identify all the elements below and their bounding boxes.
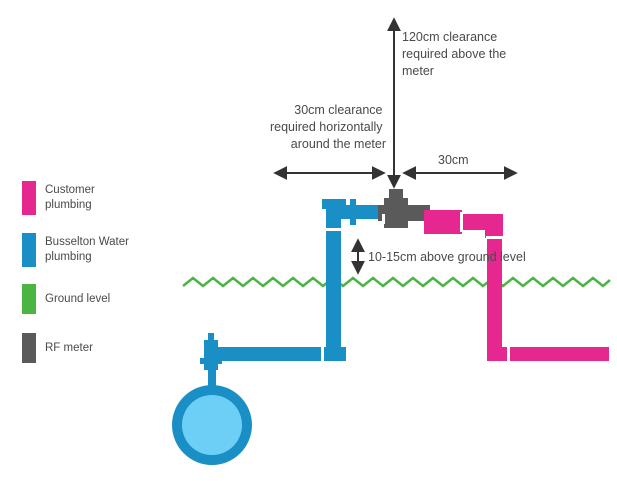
clearance-arrows [273, 17, 518, 275]
water-tank-icon [172, 385, 252, 465]
customer-pipe-lower [487, 347, 609, 361]
legend-label-customer-line2: plumbing [45, 199, 92, 211]
legend-label-busselton-line2: plumbing [45, 251, 92, 263]
customer-pipe-riser [487, 230, 502, 361]
busselton-pipe-lower [214, 347, 346, 361]
legend-label-ground: Ground level [45, 293, 110, 305]
rf-meter-icon [378, 189, 430, 228]
busselton-pipe-upper [330, 205, 390, 219]
valve-icon [350, 199, 356, 225]
legend: Customer plumbing Busselton Water plumbi… [22, 181, 132, 363]
busselton-elbow-top [322, 199, 346, 209]
ground-level-line [182, 276, 611, 288]
legend-swatch-customer [22, 181, 36, 215]
legend-swatch-busselton [22, 233, 36, 267]
legend-swatch-meter [22, 333, 36, 363]
legend-item-busselton: Busselton Water plumbing [22, 233, 132, 267]
horizontal-clearance-label: 30cm clearance required horizontally aro… [270, 103, 386, 151]
height-above-ground-label: 10-15cm above ground level [368, 250, 526, 264]
svg-text:RF meter: RF meter [45, 342, 93, 354]
legend-label-customer-line1: Customer [45, 184, 95, 196]
busselton-plumbing [200, 199, 390, 390]
busselton-pipe-riser [326, 205, 341, 361]
svg-text:Busselton Water plumbi: Busselton Water plumbing [45, 236, 132, 263]
right-clearance-label: 30cm [438, 153, 469, 167]
svg-text:Ground level: Ground level [45, 293, 110, 305]
legend-swatch-ground [22, 284, 36, 314]
legend-label-meter: RF meter [45, 342, 93, 354]
tank-valve-icon [204, 340, 218, 370]
legend-item-ground: Ground level [22, 284, 110, 314]
svg-text:Customer plumbing: Customer plumbing [45, 184, 98, 211]
legend-label-busselton-line1: Busselton Water [45, 236, 129, 248]
customer-plumbing [424, 210, 609, 363]
legend-item-customer: Customer plumbing [22, 181, 98, 215]
vertical-clearance-label: 120cm clearance required above the meter [402, 30, 510, 78]
legend-item-meter: RF meter [22, 333, 93, 363]
